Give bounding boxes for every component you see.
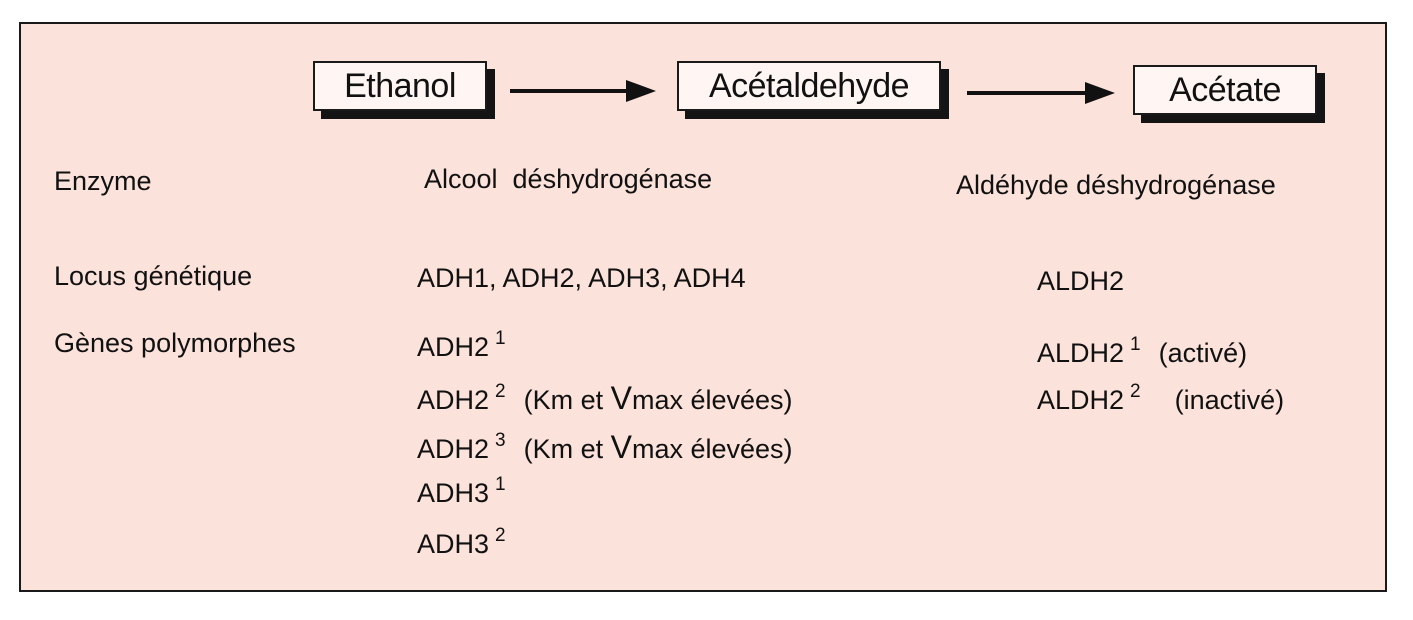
note-v: V: [610, 429, 632, 465]
ethanol-box: Ethanol: [313, 61, 487, 111]
acetaldehyde-label: Acétaldehyde: [708, 67, 910, 105]
genes-row-label: Gènes polymorphes: [54, 328, 296, 358]
allele-superscript: 1: [495, 474, 506, 495]
gene-base: ADH2: [417, 385, 490, 415]
gene-base: ALDH2: [1037, 338, 1125, 368]
allele-superscript: 2: [495, 525, 506, 546]
allele-superscript: 2: [495, 381, 506, 402]
gene-note: (activé): [1158, 338, 1248, 368]
ethanol-label: Ethanol: [344, 67, 456, 105]
note-text: (Km et: [523, 434, 611, 464]
gene-base: ADH2: [417, 434, 490, 464]
arrow-ethanol-to-acetaldehyde: [510, 80, 656, 102]
allele-superscript: 1: [1130, 334, 1141, 355]
gene-base: ALDH2: [1037, 385, 1125, 415]
allele-superscript: 3: [495, 430, 506, 451]
allele-superscript: 2: [1130, 381, 1141, 402]
diagram-panel: [19, 22, 1387, 592]
locus-row-label: Locus génétique: [54, 261, 253, 291]
note-text: (Km et: [523, 385, 611, 415]
adh-enzyme-name: Alcool déshydrogénase: [424, 164, 713, 194]
note-text: max élevées): [631, 434, 793, 464]
acetate-label: Acétate: [1169, 71, 1281, 109]
gene-note: (inactivé): [1174, 385, 1285, 415]
gene-note: (Km et Vmax élevées): [523, 380, 793, 416]
allele-superscript: 1: [495, 328, 506, 349]
aldh-enzyme-name: Aldéhyde déshydrogénase: [956, 170, 1276, 200]
enzyme-row-label: Enzyme: [54, 166, 152, 196]
aldh-locus: ALDH2: [1037, 266, 1125, 296]
acetaldehyde-box: Acétaldehyde: [677, 61, 941, 111]
gene-note: (Km et Vmax élevées): [523, 429, 793, 465]
adh-locus: ADH1, ADH2, ADH3, ADH4: [417, 263, 746, 293]
arrow-acetaldehyde-to-acetate: [967, 82, 1115, 104]
gene-base: ADH3: [417, 529, 490, 559]
gene-base: ADH3: [417, 478, 490, 508]
note-text: max élevées): [631, 385, 793, 415]
gene-base: ADH2: [417, 332, 490, 362]
acetate-box: Acétate: [1133, 65, 1317, 115]
note-v: V: [610, 380, 632, 416]
